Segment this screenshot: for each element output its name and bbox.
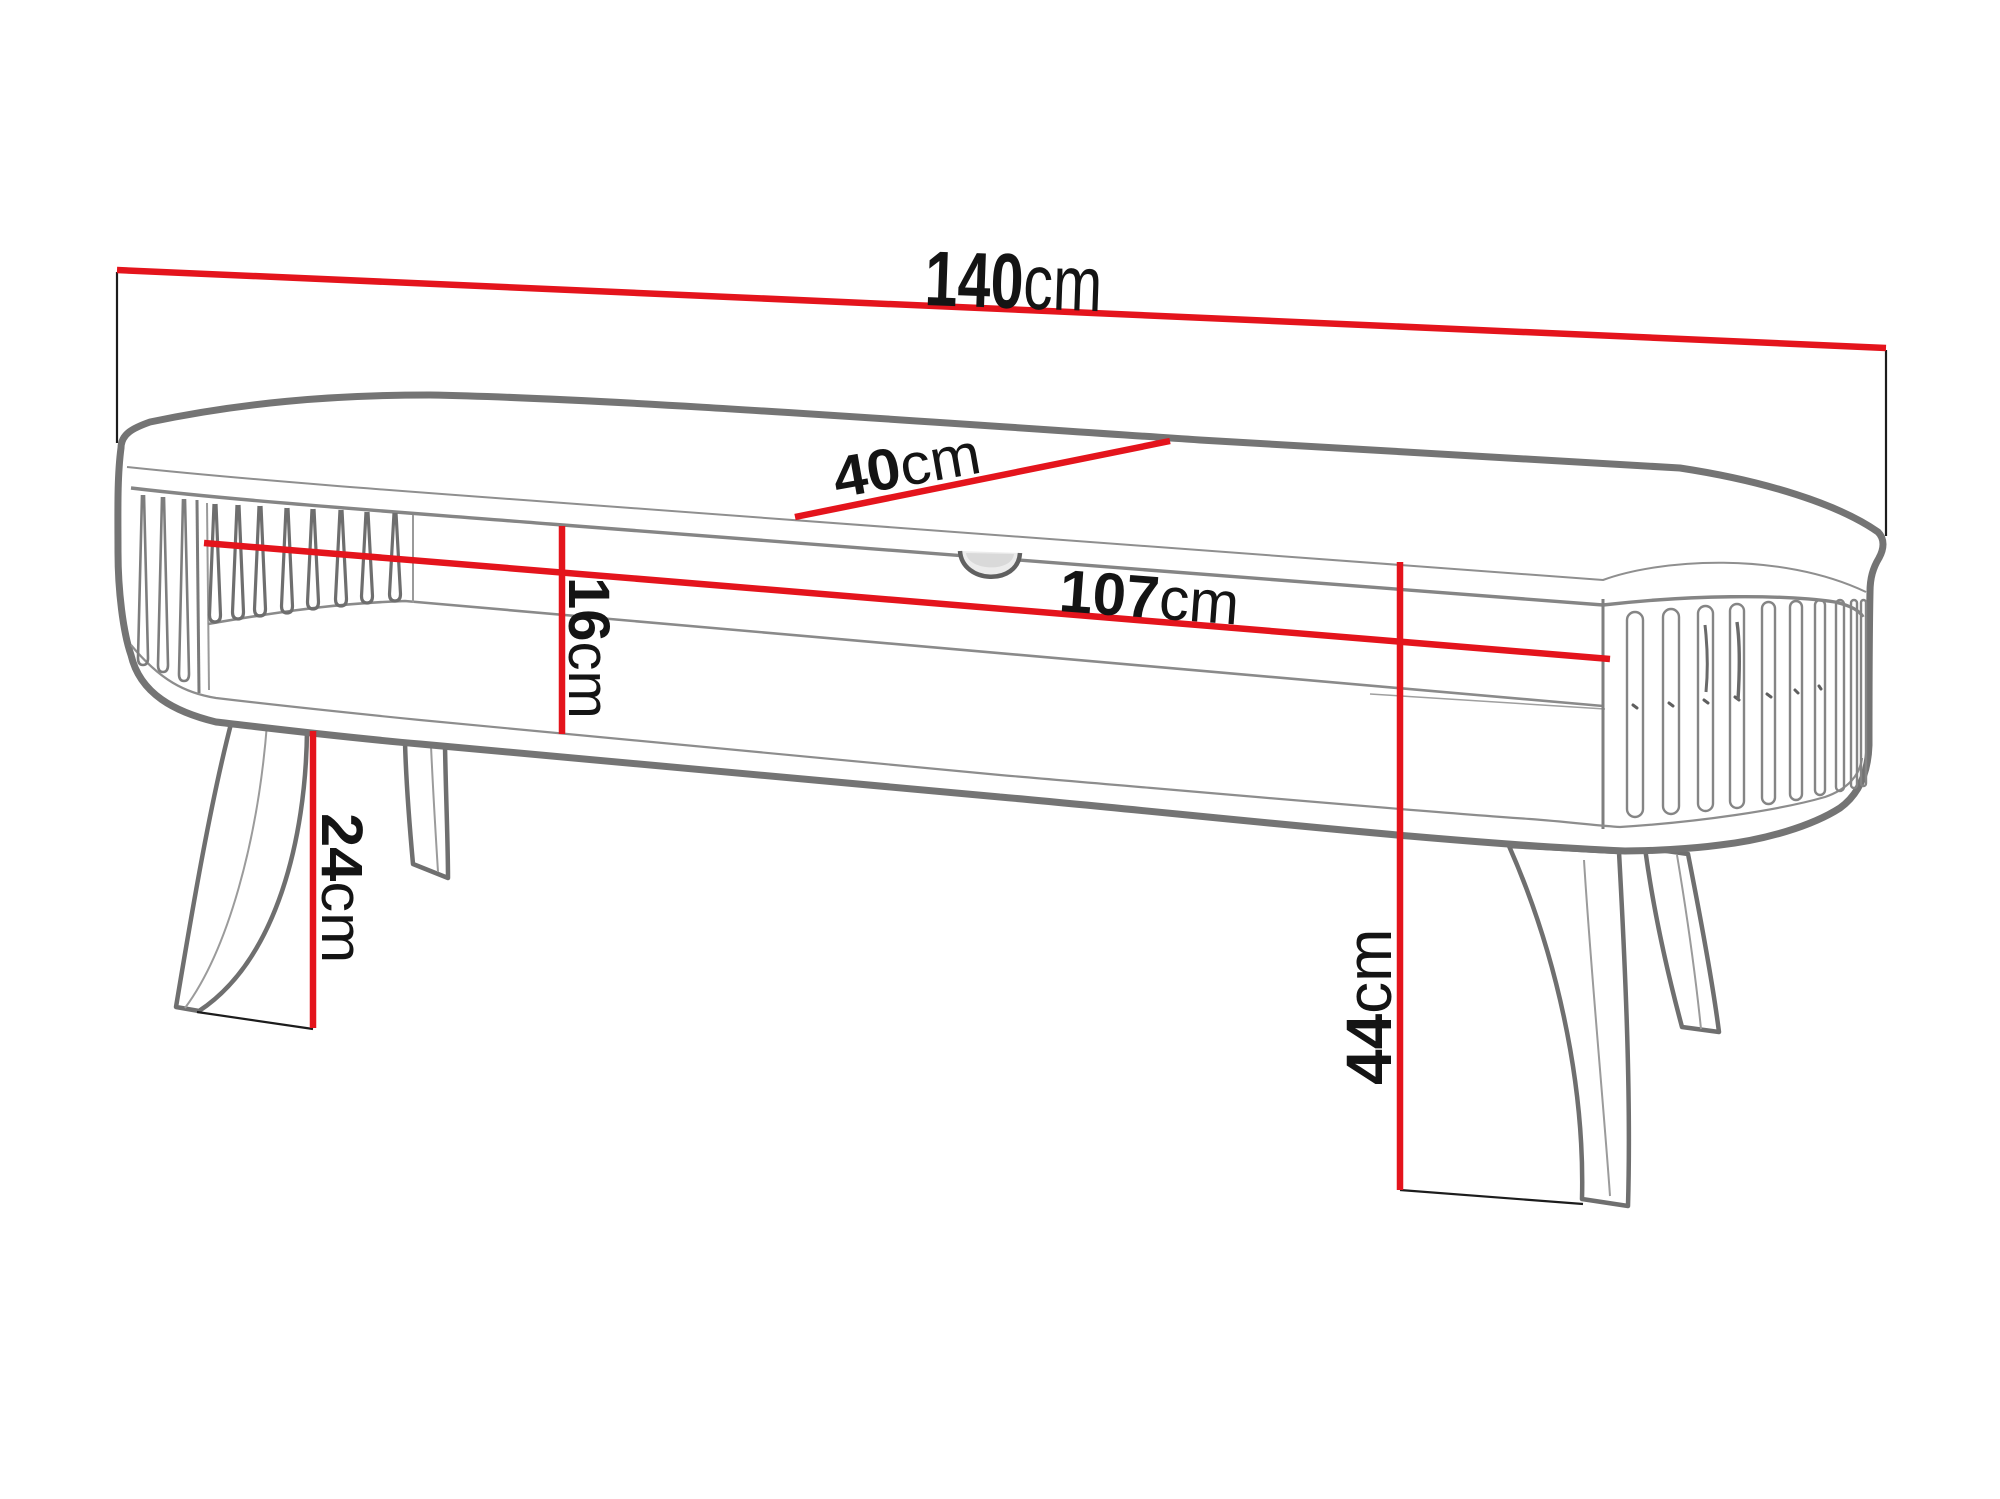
svg-text:44cm: 44cm [1333,929,1405,1086]
svg-text:140cm: 140cm [923,234,1103,328]
svg-text:107cm: 107cm [1057,557,1242,637]
svg-text:16cm: 16cm [556,577,621,719]
svg-text:24cm: 24cm [309,813,374,963]
